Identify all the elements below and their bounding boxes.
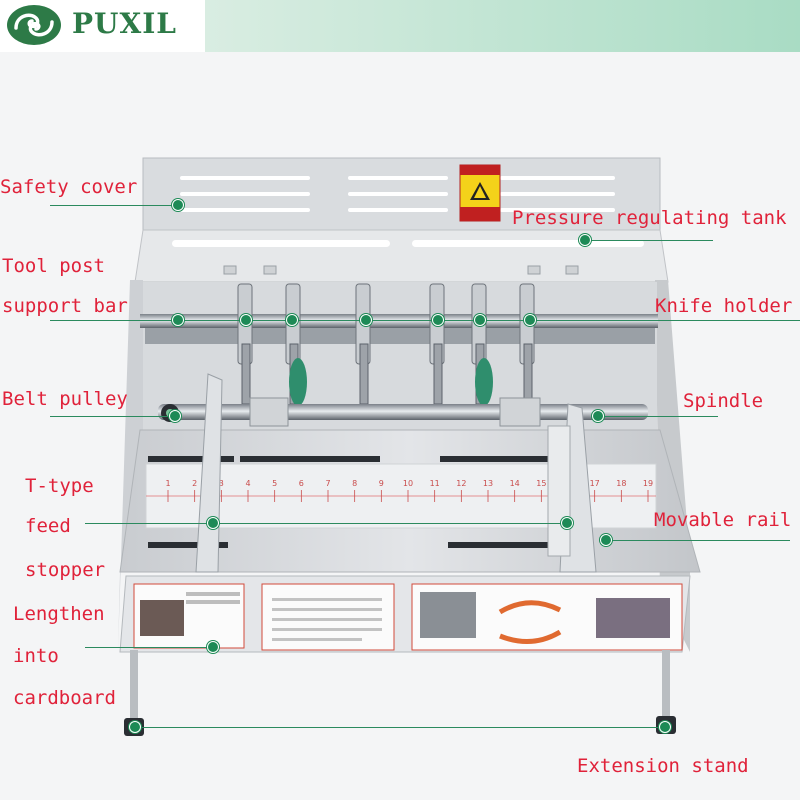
ruler-tick-label: 1: [165, 479, 170, 488]
marker-t-type-stopper-left: [207, 517, 219, 529]
ruler-tick-label: 5: [272, 479, 277, 488]
label-lengthen: Lengthen: [13, 603, 105, 625]
creasing-machine-illustration: 12345678910111213141516171819: [118, 157, 701, 736]
header: PUXIL: [0, 0, 800, 52]
ruler-tick-label: 9: [379, 479, 384, 488]
marker-movable-rail: [600, 534, 612, 546]
label-support-bar: support bar: [2, 295, 128, 317]
label-into: into: [13, 645, 59, 667]
marker-lengthen-cardboard: [207, 641, 219, 653]
label-cardboard: cardboard: [13, 687, 116, 709]
leader-safety-cover: [50, 205, 178, 206]
leader-pressure-tank: [585, 240, 713, 241]
ruler-tick-label: 12: [456, 479, 466, 488]
ruler-tick-label: 7: [325, 479, 330, 488]
ruler-tick-label: 3: [219, 479, 224, 488]
label-movable-rail: Movable rail: [654, 509, 792, 531]
ruler-tick-label: 18: [616, 479, 626, 488]
marker-extension-stand-right: [659, 721, 671, 733]
leader-knife-holder: [530, 320, 800, 321]
label-stopper: stopper: [25, 559, 106, 581]
ruler-tick-label: 4: [245, 479, 250, 488]
label-extension-stand: Extension stand: [577, 755, 749, 777]
label-feed: feed: [25, 515, 71, 537]
marker-support-bar-5: [432, 314, 444, 326]
ruler-tick-label: 10: [403, 479, 413, 488]
label-knife-holder: Knife holder: [655, 295, 793, 317]
product-photo: 12345678910111213141516171819: [0, 52, 800, 800]
marker-knife-holder: [524, 314, 536, 326]
ruler-tick-label: 15: [536, 479, 546, 488]
safety-cover-panel: [142, 157, 661, 231]
label-t-type: T-type: [25, 475, 94, 497]
leader-t-type-stopper: [85, 523, 567, 524]
marker-support-bar-1: [172, 314, 184, 326]
ruler-tick-label: 2: [192, 479, 197, 488]
marker-extension-stand-left: [129, 721, 141, 733]
brand-name: PUXIL: [72, 7, 177, 40]
label-spindle: Spindle: [683, 390, 764, 412]
label-safety-cover: Safety cover: [0, 176, 138, 198]
leader-spindle: [598, 416, 718, 417]
marker-support-bar-2: [240, 314, 252, 326]
marker-belt-pulley: [169, 410, 181, 422]
ruler-tick-label: 19: [643, 479, 653, 488]
marker-support-bar-3: [286, 314, 298, 326]
marker-pressure-tank: [579, 234, 591, 246]
label-pressure-regulating-tank: Pressure regulating tank: [512, 207, 787, 229]
ruler-tick-label: 17: [590, 479, 600, 488]
ruler-tick-label: 13: [483, 479, 493, 488]
label-tool-post: Tool post: [2, 255, 105, 277]
ruler-tick-label: 11: [430, 479, 440, 488]
leader-belt-pulley: [50, 416, 175, 417]
ruler-tick-label: 8: [352, 479, 357, 488]
header-band: [205, 0, 800, 52]
marker-support-bar-4: [360, 314, 372, 326]
ruler-tick-label: 14: [510, 479, 520, 488]
marker-support-bar-6: [474, 314, 486, 326]
marker-safety-cover: [172, 199, 184, 211]
instruction-placards: [133, 583, 683, 651]
label-belt-pulley: Belt pulley: [2, 388, 128, 410]
leader-movable-rail: [606, 540, 790, 541]
marker-t-type-stopper-right: [561, 517, 573, 529]
marker-spindle: [592, 410, 604, 422]
leader-extension-stand: [135, 727, 665, 728]
leader-lengthen-cardboard: [85, 647, 213, 648]
swirl-logo-icon: [7, 5, 61, 45]
ruler-tick-label: 6: [299, 479, 304, 488]
